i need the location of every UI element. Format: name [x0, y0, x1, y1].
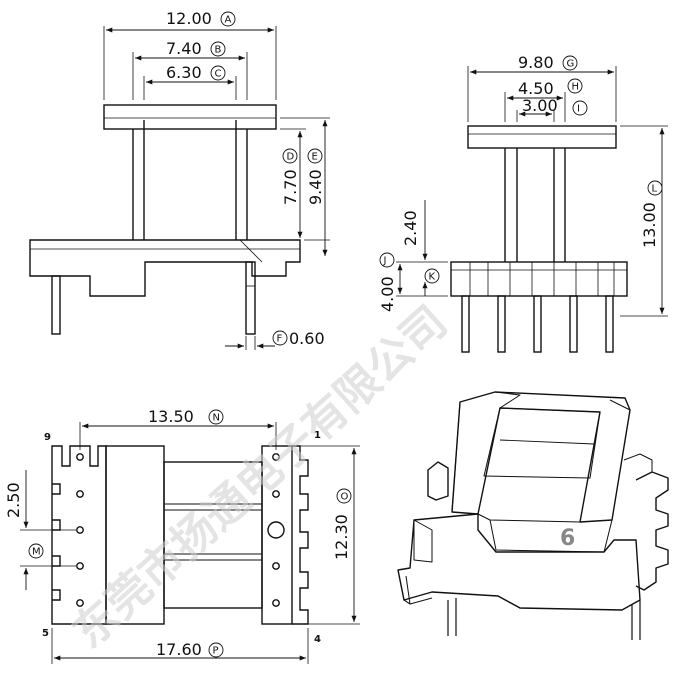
tag-m: M [32, 547, 41, 558]
front-view-labels: 12.00 A 7.40 B 6.30 C 7.70 D 9.40 E F 0.… [166, 9, 325, 348]
dim-m-value: 2.50 [4, 482, 23, 518]
tag-o: O [341, 492, 349, 503]
tag-b-circle [210, 41, 226, 57]
tag-i-circle [572, 100, 588, 116]
tag-e: E [312, 152, 318, 163]
tag-g-circle [562, 55, 578, 71]
tag-a: A [225, 15, 232, 26]
dim-a-value: 12.00 [166, 9, 212, 28]
tag-o-circle [336, 488, 352, 504]
front-view [29, 26, 330, 350]
tag-d: D [287, 152, 295, 163]
isometric-view [397, 391, 669, 640]
watermark: 东莞市扬通电子有限公司 [63, 296, 457, 658]
iso-view-number: 6 [560, 526, 575, 551]
bottom-view [20, 422, 360, 664]
tag-h-circle [567, 78, 583, 94]
tag-e-circle [307, 148, 323, 164]
bottom-view-labels: 13.50 N 12.30 O 17.60 P 2.50 M 9 1 5 4 [4, 407, 352, 659]
pin-9-label: 9 [44, 432, 51, 443]
tag-n: N [213, 413, 220, 424]
tag-k: K [429, 272, 436, 283]
tag-p: P [213, 646, 219, 657]
watermark-text: 东莞市扬通电子有限公司 [63, 296, 457, 658]
tag-i: I [577, 104, 580, 115]
dim-i-value: 3.00 [522, 96, 558, 115]
tag-m-circle [28, 543, 44, 559]
pin-4-label: 4 [314, 634, 321, 645]
tag-c-circle [210, 65, 226, 81]
dim-p-value: 17.60 [156, 640, 202, 659]
dim-k-value: 2.40 [401, 210, 420, 246]
tag-n-circle [208, 409, 224, 425]
tag-h: H [572, 82, 580, 93]
tag-d-circle [282, 148, 298, 164]
pin-5-label: 5 [42, 628, 49, 639]
pin-1-label: 1 [314, 430, 321, 441]
dim-n-value: 13.50 [148, 407, 194, 426]
tag-c: C [215, 69, 222, 80]
tag-f-circle [272, 330, 288, 346]
dim-c-value: 6.30 [166, 63, 202, 82]
dim-h-value: 4.50 [518, 79, 554, 98]
tag-j-circle [379, 252, 395, 268]
tag-k-circle [424, 268, 440, 284]
tag-j: J [383, 256, 387, 267]
tag-b: B [215, 45, 222, 56]
tag-a-circle [220, 11, 236, 27]
dim-d-value: 7.70 [281, 169, 300, 205]
dim-j-value: 4.00 [378, 276, 397, 312]
side-view-labels: 9.80 G 4.50 H 3.00 I 13.00 L 4.00 J 2.40… [378, 53, 663, 312]
tag-p-circle [208, 642, 224, 658]
side-view [396, 66, 668, 353]
dim-o-value: 12.30 [332, 514, 351, 560]
dim-b-value: 7.40 [166, 39, 202, 58]
dim-g-value: 9.80 [518, 53, 554, 72]
tag-f: F [277, 334, 283, 345]
dim-e-value: 9.40 [306, 169, 325, 205]
dim-f-value: 0.60 [289, 329, 325, 348]
tag-g: G [567, 59, 575, 70]
tag-l: L [652, 184, 658, 195]
tag-l-circle [647, 180, 663, 196]
dim-l-value: 13.00 [640, 202, 659, 248]
